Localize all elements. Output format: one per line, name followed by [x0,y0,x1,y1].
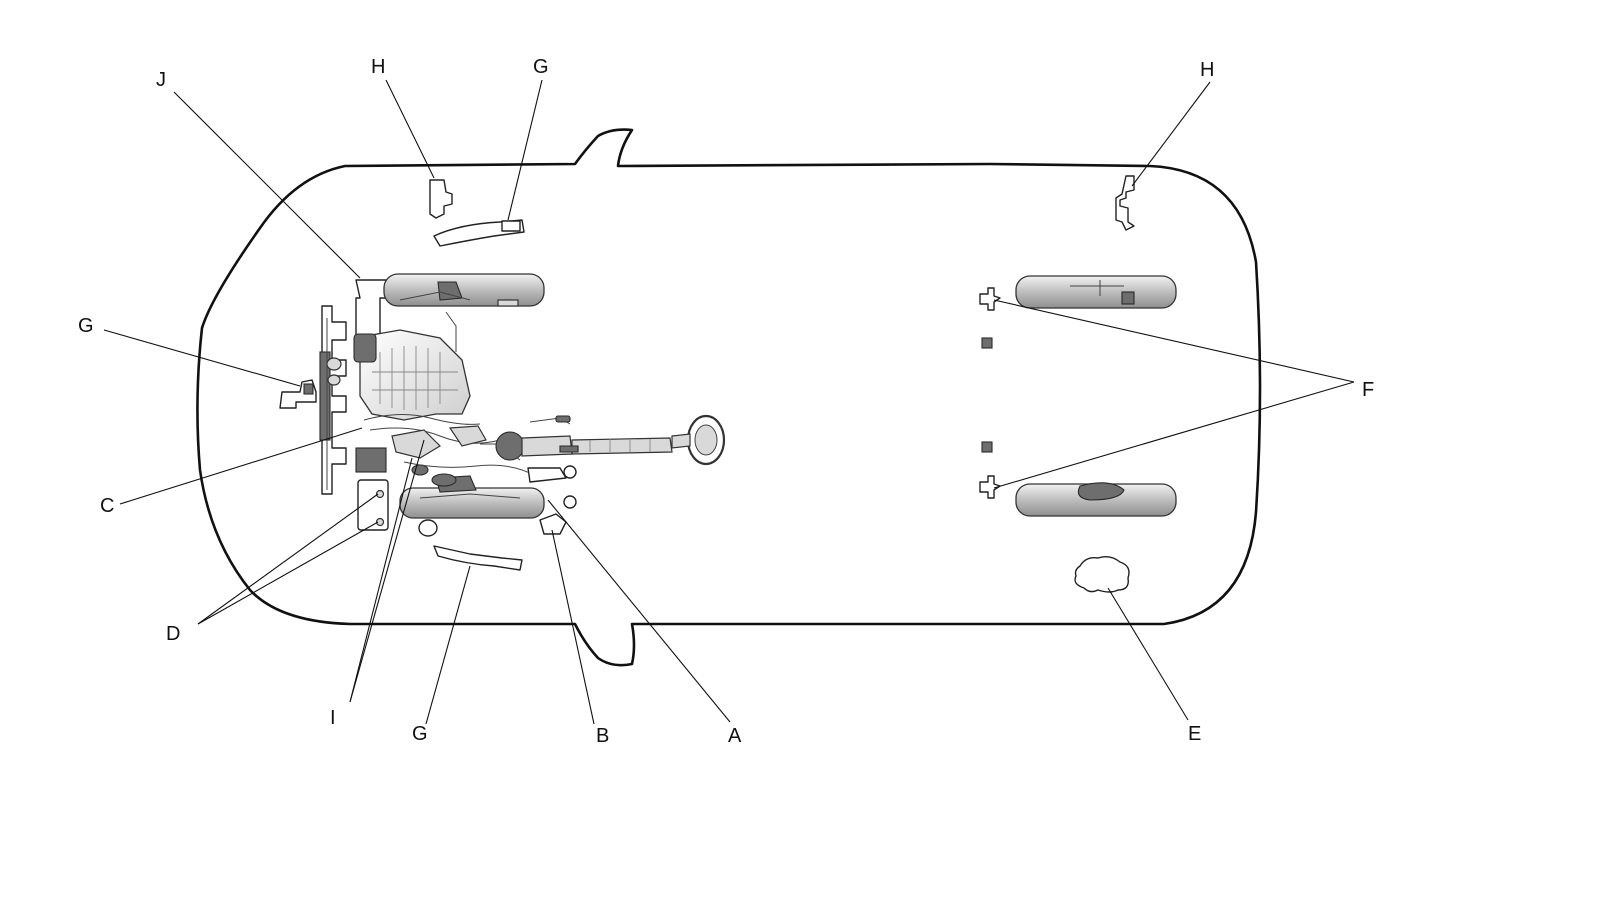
callout-A: A [728,725,742,747]
front-sensor-bracket [279,379,317,409]
callout-labels: J H G H G F C D I G B A E [78,56,1374,747]
leader-I-2 [349,439,425,703]
leader-H-right [1131,81,1211,187]
rear-wheel-sensor-lower [979,441,1001,499]
callout-E: E [1188,723,1201,745]
leader-F-2 [993,381,1355,489]
rear-wheel-sensor-upper [979,287,1001,349]
vehicle-body-outline [196,128,1262,667]
engine-wiring-harness [363,413,537,487]
leader-F-1 [993,299,1355,383]
wheel-speed-sensor-front [527,465,577,535]
under-hood-fuse-box [355,279,387,341]
leader-A [547,499,731,723]
callout-H-left: H [371,56,385,78]
callout-C: C [100,495,114,517]
callout-F: F [1362,379,1374,401]
callout-H-right: H [1200,59,1214,81]
callout-G-bottom: G [412,723,428,745]
front-bumper-beam [319,305,347,495]
rear-left-wheel [1015,275,1177,309]
rear-control-unit [1074,555,1130,593]
leader-D-1 [197,493,379,625]
callout-J: J [156,69,166,91]
callout-D: D [166,623,180,645]
leader-G-left [103,329,301,387]
front-left-wheel [383,273,545,307]
callout-I: I [330,707,336,729]
leader-C [119,427,363,505]
vehicle-body [196,128,1262,667]
leader-I-1 [349,457,413,703]
leader-D-2 [197,521,379,625]
right-side-sill-sensor [418,519,523,571]
leader-B [551,529,595,725]
leader-lines [103,79,1355,725]
front-right-wheel [399,475,545,519]
callout-B: B [596,725,609,747]
steering-column [495,415,673,461]
engine-assembly [353,311,471,421]
rear-right-wheel [1015,482,1177,517]
rear-left-sensor [1115,175,1135,231]
leader-J [173,91,361,279]
steering-wheel [671,414,726,466]
leader-G-bottom [425,565,471,725]
battery-box [355,447,389,531]
leader-H-left [385,79,435,179]
callout-G-top: G [533,56,549,78]
leader-G-top [507,79,543,221]
leader-E [1107,587,1189,721]
left-mirror-sensor [429,179,453,219]
left-side-sill-sensor [433,219,525,247]
callout-G-left: G [78,315,94,337]
